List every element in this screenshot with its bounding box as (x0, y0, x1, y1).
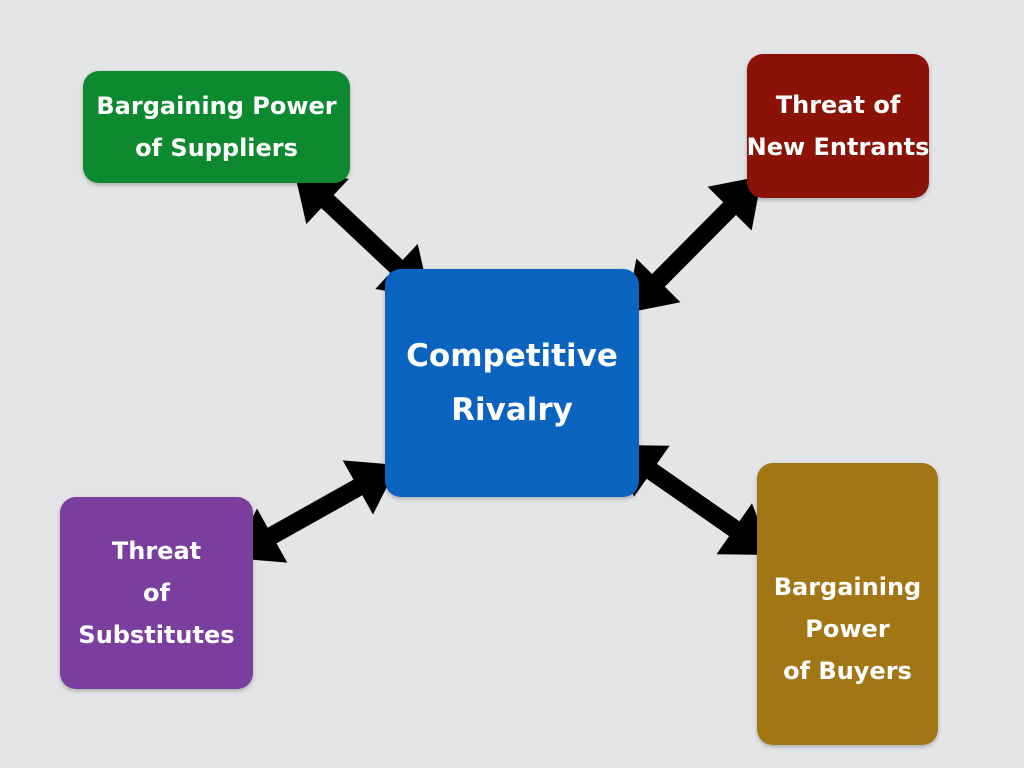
node-label-line: of Suppliers (135, 134, 298, 162)
node-threat-of-substitutes: Threat of Substitutes (60, 497, 253, 689)
node-label-line: of (143, 579, 170, 607)
node-label-line: Power (805, 615, 890, 643)
node-label-line: Substitutes (78, 621, 235, 649)
node-bargaining-power-of-suppliers: Bargaining Power of Suppliers (83, 71, 350, 183)
double-arrow-entrants (626, 176, 762, 313)
node-label-line: Rivalry (451, 392, 573, 428)
node-label-group: Bargaining Power of Buyers (774, 566, 922, 692)
node-label-line: New Entrants (746, 133, 930, 161)
node-label-line: Bargaining (773, 573, 922, 601)
node-competitive-rivalry: Competitive Rivalry (385, 269, 639, 497)
node-label-line: Bargaining Power (96, 92, 337, 120)
node-label-line: Competitive (406, 338, 618, 374)
node-label-line: Threat of (775, 91, 901, 119)
node-label-line: of Buyers (783, 657, 912, 685)
node-label-line: Threat (111, 537, 202, 565)
node-bargaining-power-of-buyers: Bargaining Power of Buyers (757, 463, 938, 745)
double-arrow-substitutes (232, 460, 398, 563)
node-threat-of-new-entrants: Threat of New Entrants (747, 54, 929, 198)
